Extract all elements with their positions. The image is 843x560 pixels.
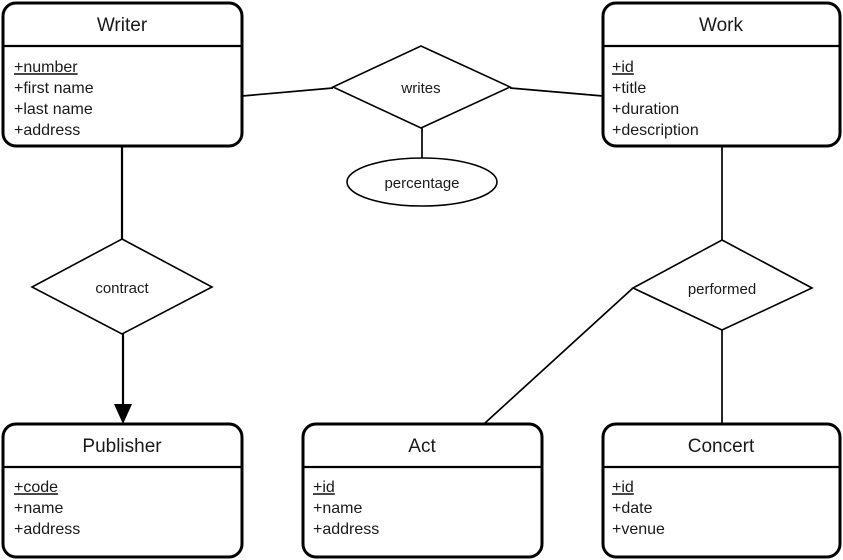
entity-box-publisher[interactable]: [1, 422, 244, 559]
entity-box-writer[interactable]: [1, 1, 244, 148]
arrowhead-icon: [114, 404, 132, 424]
attribute-percentage[interactable]: percentage: [346, 157, 498, 207]
entity-publisher[interactable]: Publisher +code +name +address: [1, 422, 244, 559]
relationship-contract[interactable]: contract: [30, 238, 214, 335]
entity-attr-writer-0: +number: [14, 59, 78, 76]
relationship-diamond-writes[interactable]: [331, 45, 512, 129]
entity-attr-publisher-1: +name: [14, 500, 63, 517]
entity-title-act: Act: [408, 436, 436, 457]
attribute-ellipse-percentage[interactable]: [346, 157, 498, 207]
entity-box-act[interactable]: [301, 422, 544, 559]
entity-box-work[interactable]: [601, 1, 842, 148]
entity-attr-concert-2: +venue: [612, 521, 665, 538]
relationship-performed[interactable]: performed: [631, 239, 814, 331]
entity-attr-writer-3: +address: [14, 122, 80, 139]
entity-box-concert[interactable]: [601, 422, 842, 559]
entity-attr-work-0: +id: [612, 59, 634, 76]
entity-attr-act-2: +address: [313, 521, 379, 538]
entity-attr-concert-0: +id: [612, 479, 634, 496]
entity-title-work: Work: [699, 15, 743, 36]
entity-title-concert: Concert: [688, 436, 755, 457]
entity-attr-publisher-0: +code: [14, 479, 58, 496]
relationship-diamond-performed[interactable]: [631, 239, 814, 331]
entity-attr-concert-1: +date: [612, 500, 653, 517]
entity-attr-publisher-2: +address: [14, 521, 80, 538]
relationship-label-contract: contract: [95, 280, 149, 297]
entity-attr-writer-1: +first name: [14, 80, 94, 97]
connector-writer-writes: [241, 87, 334, 97]
connector-writes-work: [509, 87, 604, 97]
entity-title-publisher: Publisher: [82, 436, 162, 457]
entity-work[interactable]: Work +id +title +duration +description: [601, 1, 842, 148]
relationship-label-performed: performed: [688, 281, 756, 298]
relationship-label-writes: writes: [400, 80, 440, 97]
connector-performed-act: [484, 287, 634, 424]
entity-attr-act-0: +id: [313, 479, 335, 496]
relationship-writes[interactable]: writes: [331, 45, 512, 129]
connector-layer: [114, 87, 723, 424]
entity-attr-work-2: +duration: [612, 101, 679, 118]
entity-act[interactable]: Act +id +name +address: [301, 422, 544, 559]
entity-concert[interactable]: Concert +id +date +venue: [601, 422, 842, 559]
entity-attr-writer-2: +last name: [14, 101, 93, 118]
entity-title-writer: Writer: [97, 15, 148, 36]
relationship-diamond-contract[interactable]: [30, 238, 214, 335]
attribute-label-percentage: percentage: [384, 175, 459, 192]
entity-attr-work-1: +title: [612, 80, 646, 97]
entity-writer[interactable]: Writer +number +first name +last name +a…: [1, 1, 244, 148]
entity-attr-work-3: +description: [612, 122, 699, 139]
entity-attr-act-1: +name: [313, 500, 362, 517]
